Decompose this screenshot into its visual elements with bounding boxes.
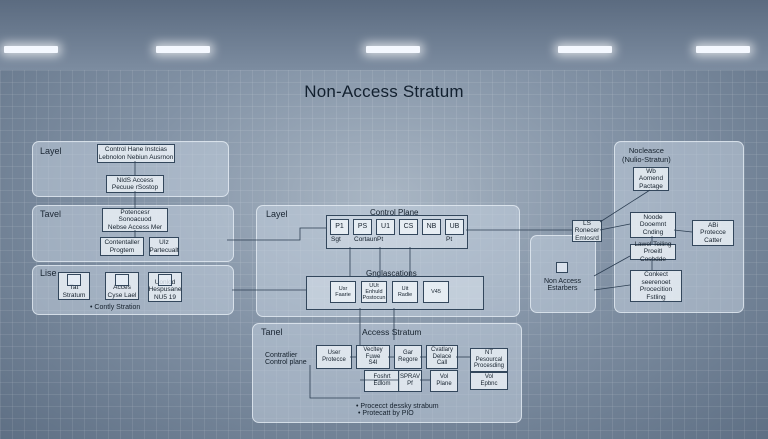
controller-text: Contratlier Control plane [265,352,307,366]
potencesr-box: Potencesr Sonoacuod Nebse Access Mer [102,208,168,232]
connector-line [309,365,360,399]
node-box: Noode Dooemnt Cnding [630,212,676,238]
panel-label: Layel [40,146,62,156]
access-box: Foshrt Edlom [364,370,400,392]
connector-line [599,189,651,223]
connector-line [599,223,631,231]
access-title: Access Stratum [362,327,422,337]
control-plane-cell: NB [422,219,441,235]
ceiling-light [4,46,58,53]
uiz-box: UIz Partecualt [149,237,179,256]
connector-line [593,255,631,277]
device-label: Acces Cyse Lael [107,284,137,299]
cube-icon [556,262,568,273]
panel-label: Tanel [261,327,283,337]
ceiling-light [156,46,210,53]
sub-group-title: Gnglascations [366,269,417,278]
right-panel-title: Nocleasce (Nulio-Stratun) [622,146,671,164]
panel-label: Layel [266,209,288,219]
panel-footer: • Contly Stration [90,304,141,311]
access-box: Vecltey Fuwe S4I [356,345,390,369]
device-icon [158,274,172,286]
access-box: NT Pesourcal Procesding [470,348,508,372]
ceiling [0,0,768,70]
control-plane-cell-sub: Sgt [331,236,341,243]
ceiling-light [558,46,612,53]
device-box: Tat Stratum [58,272,90,300]
access-footer-2: • Protecatt by PIO [358,410,414,417]
control-plane-cell-sub: Pt [377,236,384,243]
access-box: SPRAV Pf [398,370,422,392]
connector-line [227,227,326,241]
sub-cell: Usr Faarie [330,281,356,303]
access-box: Vol Plane [430,370,458,392]
control-plane-cell: U1 [376,219,395,235]
sub-cell: V45 [423,281,449,303]
diagram-title: Non-Access Stratum [304,82,464,101]
control-plane-cell: P1 [330,219,349,235]
ls-box: LS Ronecer Emlosrd [572,220,602,242]
sub-cell: UUt Enhuld Postocun [361,281,387,303]
nas-text: Non Access Estarbers [544,278,581,292]
connector-line [673,229,693,233]
panel-label: Lise [40,268,57,278]
access-box: User Protecce [316,345,352,369]
sub-cell: Uit Radie [392,281,418,303]
device-box: Acces Cyse Lael [105,272,139,300]
ceiling-light [696,46,750,53]
contentaller-box: Contentaller Progtem [100,237,144,256]
control-plane-cell: CS [399,219,418,235]
wb-box: Wb Aomend Pactage [633,167,669,191]
nas-panel [530,235,596,313]
control-plane-title: Control Plane [370,208,419,217]
control-plane-cell: PS [353,219,372,235]
device-icon [115,274,129,286]
device-label: Tat Stratum [62,284,86,299]
access-box: Vol Epbnc [470,372,508,390]
control-plane-group [326,215,468,249]
label-box: Lawel Teiling Proeitl Cosbdde [630,241,676,263]
control-plane-cell-sub: Cortaun [354,236,378,243]
control-plane-cell-sub: Pt [446,236,453,243]
panel-label: Tavel [40,209,62,219]
connector-line [593,284,631,291]
abi-box: ABi Protecce Catter [692,220,734,246]
control-plane-cell: UB [445,219,464,235]
control-plane-box: Control Hane Instcias Lebnolon Nebiun Au… [97,144,175,163]
access-footer-1: • Procecct dessky strabum [356,403,439,410]
ceiling-light [366,46,420,53]
device-icon [67,274,81,286]
access-box: Cvatlary Delace Call [426,345,458,369]
connect-box: Conkect seerenoet Procecition Fstling [630,270,682,302]
